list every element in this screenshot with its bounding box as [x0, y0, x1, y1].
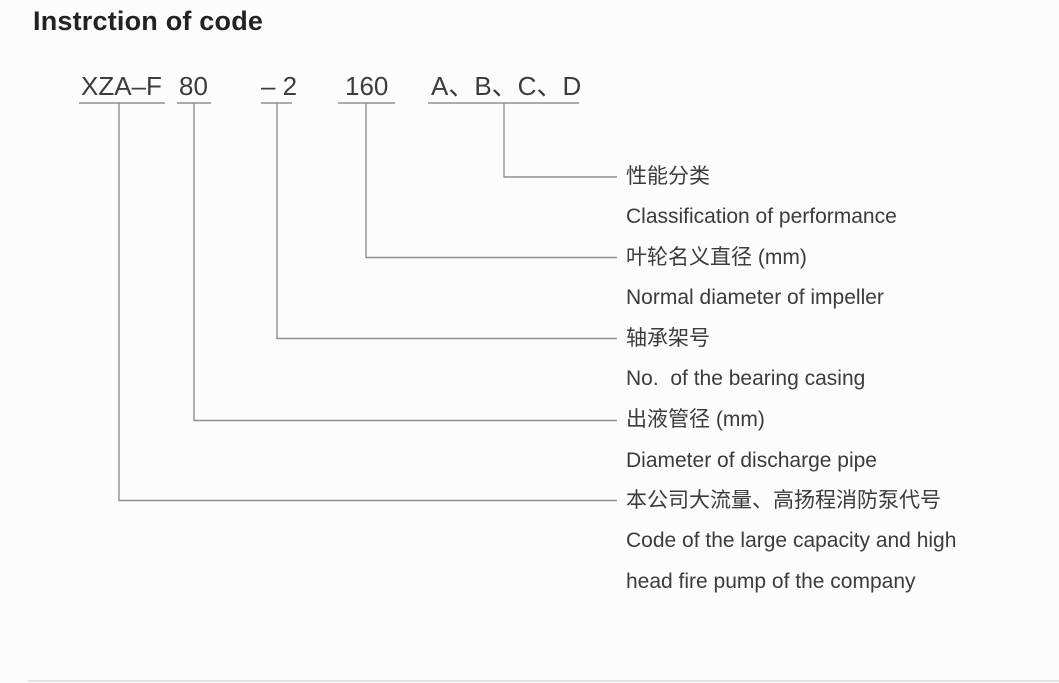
label-en-performance: Classification of performance: [626, 205, 897, 228]
label-row-bearing: 轴承架号 No. of the bearing casing: [626, 319, 986, 400]
label-zh-series: 本公司大流量、高扬程消防泵代号: [626, 488, 941, 512]
code-segment-series: XZA–F: [81, 71, 162, 101]
label-zh-performance: 性能分类: [626, 164, 710, 188]
label-zh-impeller: 叶轮名义直径 (mm): [626, 245, 807, 269]
page-title: Instrction of code: [33, 6, 264, 36]
connector-performance: [503, 103, 617, 178]
label-row-discharge: 出液管径 (mm) Diameter of discharge pipe: [626, 400, 986, 481]
label-zh-bearing: 轴承架号: [626, 326, 710, 350]
label-en-impeller: Normal diameter of impeller: [626, 286, 884, 309]
code-segment-impeller: 160: [345, 71, 389, 101]
connector-discharge: [193, 103, 617, 422]
label-en-bearing: No. of the bearing casing: [626, 367, 866, 390]
label-en-series: Code of the large capacity and high head…: [626, 529, 963, 593]
connector-series: [118, 103, 617, 502]
label-en-discharge: Diameter of discharge pipe: [626, 448, 877, 472]
label-row-series: 本公司大流量、高扬程消防泵代号 Code of the large capaci…: [626, 481, 986, 603]
bottom-divider: [28, 680, 1059, 682]
label-row-performance: 性能分类 Classification of performance: [626, 157, 986, 238]
connector-impeller: [365, 103, 617, 259]
connector-bearing: [276, 103, 617, 340]
code-segment-discharge: 80: [179, 71, 208, 101]
code-segment-bearing: – 2: [261, 71, 298, 101]
label-zh-discharge: 出液管径 (mm): [626, 408, 765, 431]
code-segment-performance: A、B、C、D: [431, 71, 582, 101]
label-row-impeller: 叶轮名义直径 (mm) Normal diameter of impeller: [626, 238, 986, 319]
